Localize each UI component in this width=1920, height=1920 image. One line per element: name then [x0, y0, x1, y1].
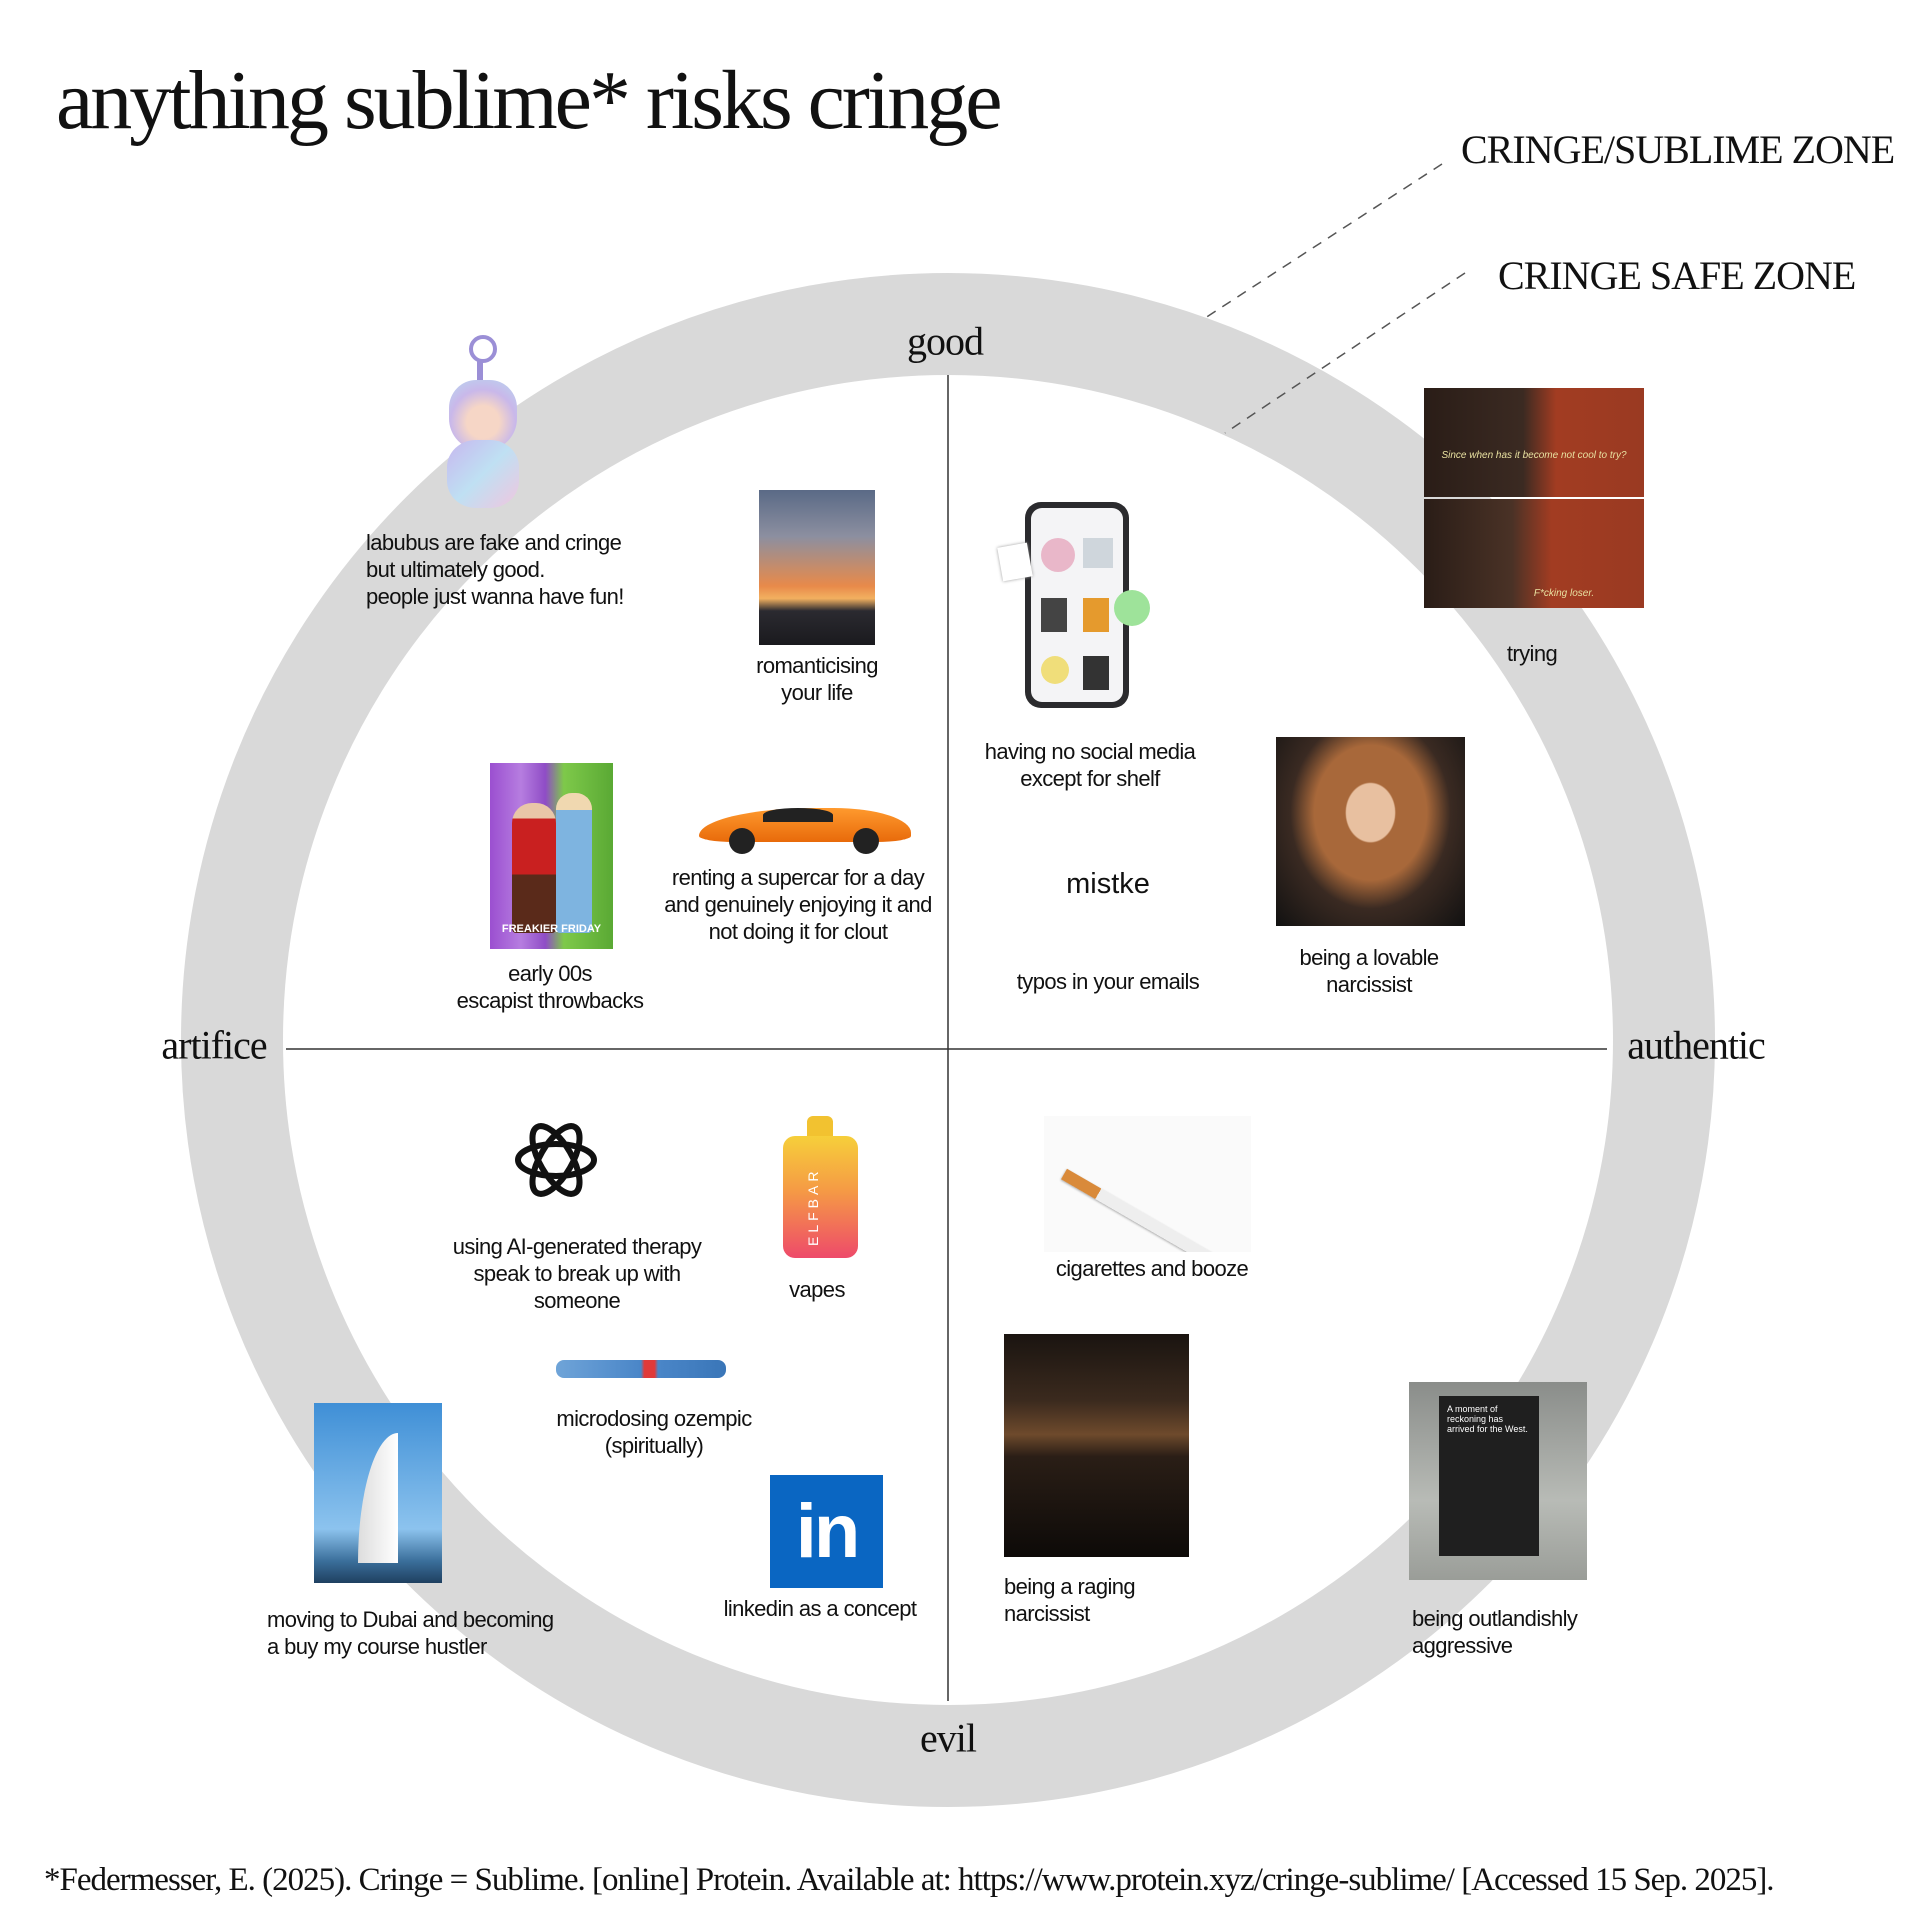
throwbacks-caption: early 00s escapist throwbacks [456, 961, 644, 1013]
linkedin-logo-icon: in [770, 1475, 883, 1588]
aggressive-caption: being outlandishly aggressive [1412, 1606, 1578, 1658]
burj-al-arab-image [314, 1403, 442, 1583]
linkedin-caption: linkedin as a concept [723, 1596, 917, 1621]
footnote-citation: *Federmesser, E. (2025). Cringe = Sublim… [44, 1862, 1775, 1898]
typos-caption: typos in your emails [1016, 969, 1200, 994]
romanticising-caption: romanticising your life [756, 653, 878, 705]
axis-label-good: good [907, 318, 984, 364]
trying-caption: trying [1506, 641, 1558, 666]
zone-pointer-inner [1224, 272, 1466, 434]
cringe-sublime-ring [181, 273, 1715, 1807]
ai-therapy-caption: using AI-generated therapy speak to brea… [452, 1234, 702, 1313]
elfbar-vape-image: ELFBAR [783, 1116, 858, 1258]
narcissus-painting-image [1004, 1334, 1189, 1557]
raging-narcissist-caption: being a raging narcissist [1004, 1574, 1136, 1626]
axis-label-artifice: artifice [161, 1022, 267, 1068]
ozempic-caption: microdosing ozempic (spiritually) [556, 1406, 752, 1458]
page-title: anything sublime* risks cringe [56, 54, 1003, 147]
freakier-friday-title: FREAKIER FRIDAY [501, 923, 602, 935]
lovable-narcissist-image [1276, 737, 1465, 926]
ozempic-pen-image [556, 1360, 726, 1378]
freakier-friday-poster: FREAKIER FRIDAY [490, 763, 613, 949]
supercar-image [693, 794, 917, 855]
elfbar-brand-text: ELFBAR [805, 1167, 821, 1246]
axis-label-authentic: authentic [1627, 1022, 1766, 1068]
shelf-sticker-icon [1114, 590, 1150, 626]
supercar-caption: renting a supercar for a day and genuine… [664, 865, 932, 944]
labubu-caption: labubus are fake and cringe but ultimate… [366, 530, 624, 609]
meme-subtitle-bottom: F*cking loser. [1533, 588, 1595, 599]
sunset-image [759, 490, 875, 645]
cringe-safe-zone-label: CRINGE SAFE ZONE [1498, 253, 1856, 298]
trying-meme-image: Since when has it become not cool to try… [1424, 388, 1644, 608]
zone-pointer-outer [1201, 163, 1443, 321]
vapes-caption: vapes [789, 1277, 845, 1302]
openai-logo-icon [515, 1123, 597, 1197]
polaroid-sticker-icon [997, 542, 1033, 582]
poster-headline: A moment of reckoning has arrived for th… [1439, 1396, 1539, 1556]
dubai-caption: moving to Dubai and becoming a buy my co… [267, 1607, 554, 1659]
mistke-text: mistke [1066, 868, 1150, 900]
bus-stop-poster-image: A moment of reckoning has arrived for th… [1409, 1382, 1587, 1580]
cringe-sublime-zone-label: CRINGE/SUBLIME ZONE [1461, 127, 1895, 172]
axis-label-evil: evil [920, 1715, 977, 1761]
cigarettes-caption: cigarettes and booze [1055, 1256, 1249, 1281]
shelf-app-phone-image [1025, 502, 1129, 708]
shelf-caption: having no social media except for shelf [984, 739, 1196, 791]
lovable-narcissist-caption: being a lovable narcissist [1299, 945, 1439, 997]
meme-subtitle-top: Since when has it become not cool to try… [1441, 450, 1627, 461]
labubu-image [437, 335, 529, 511]
cigarette-image [1044, 1116, 1251, 1252]
